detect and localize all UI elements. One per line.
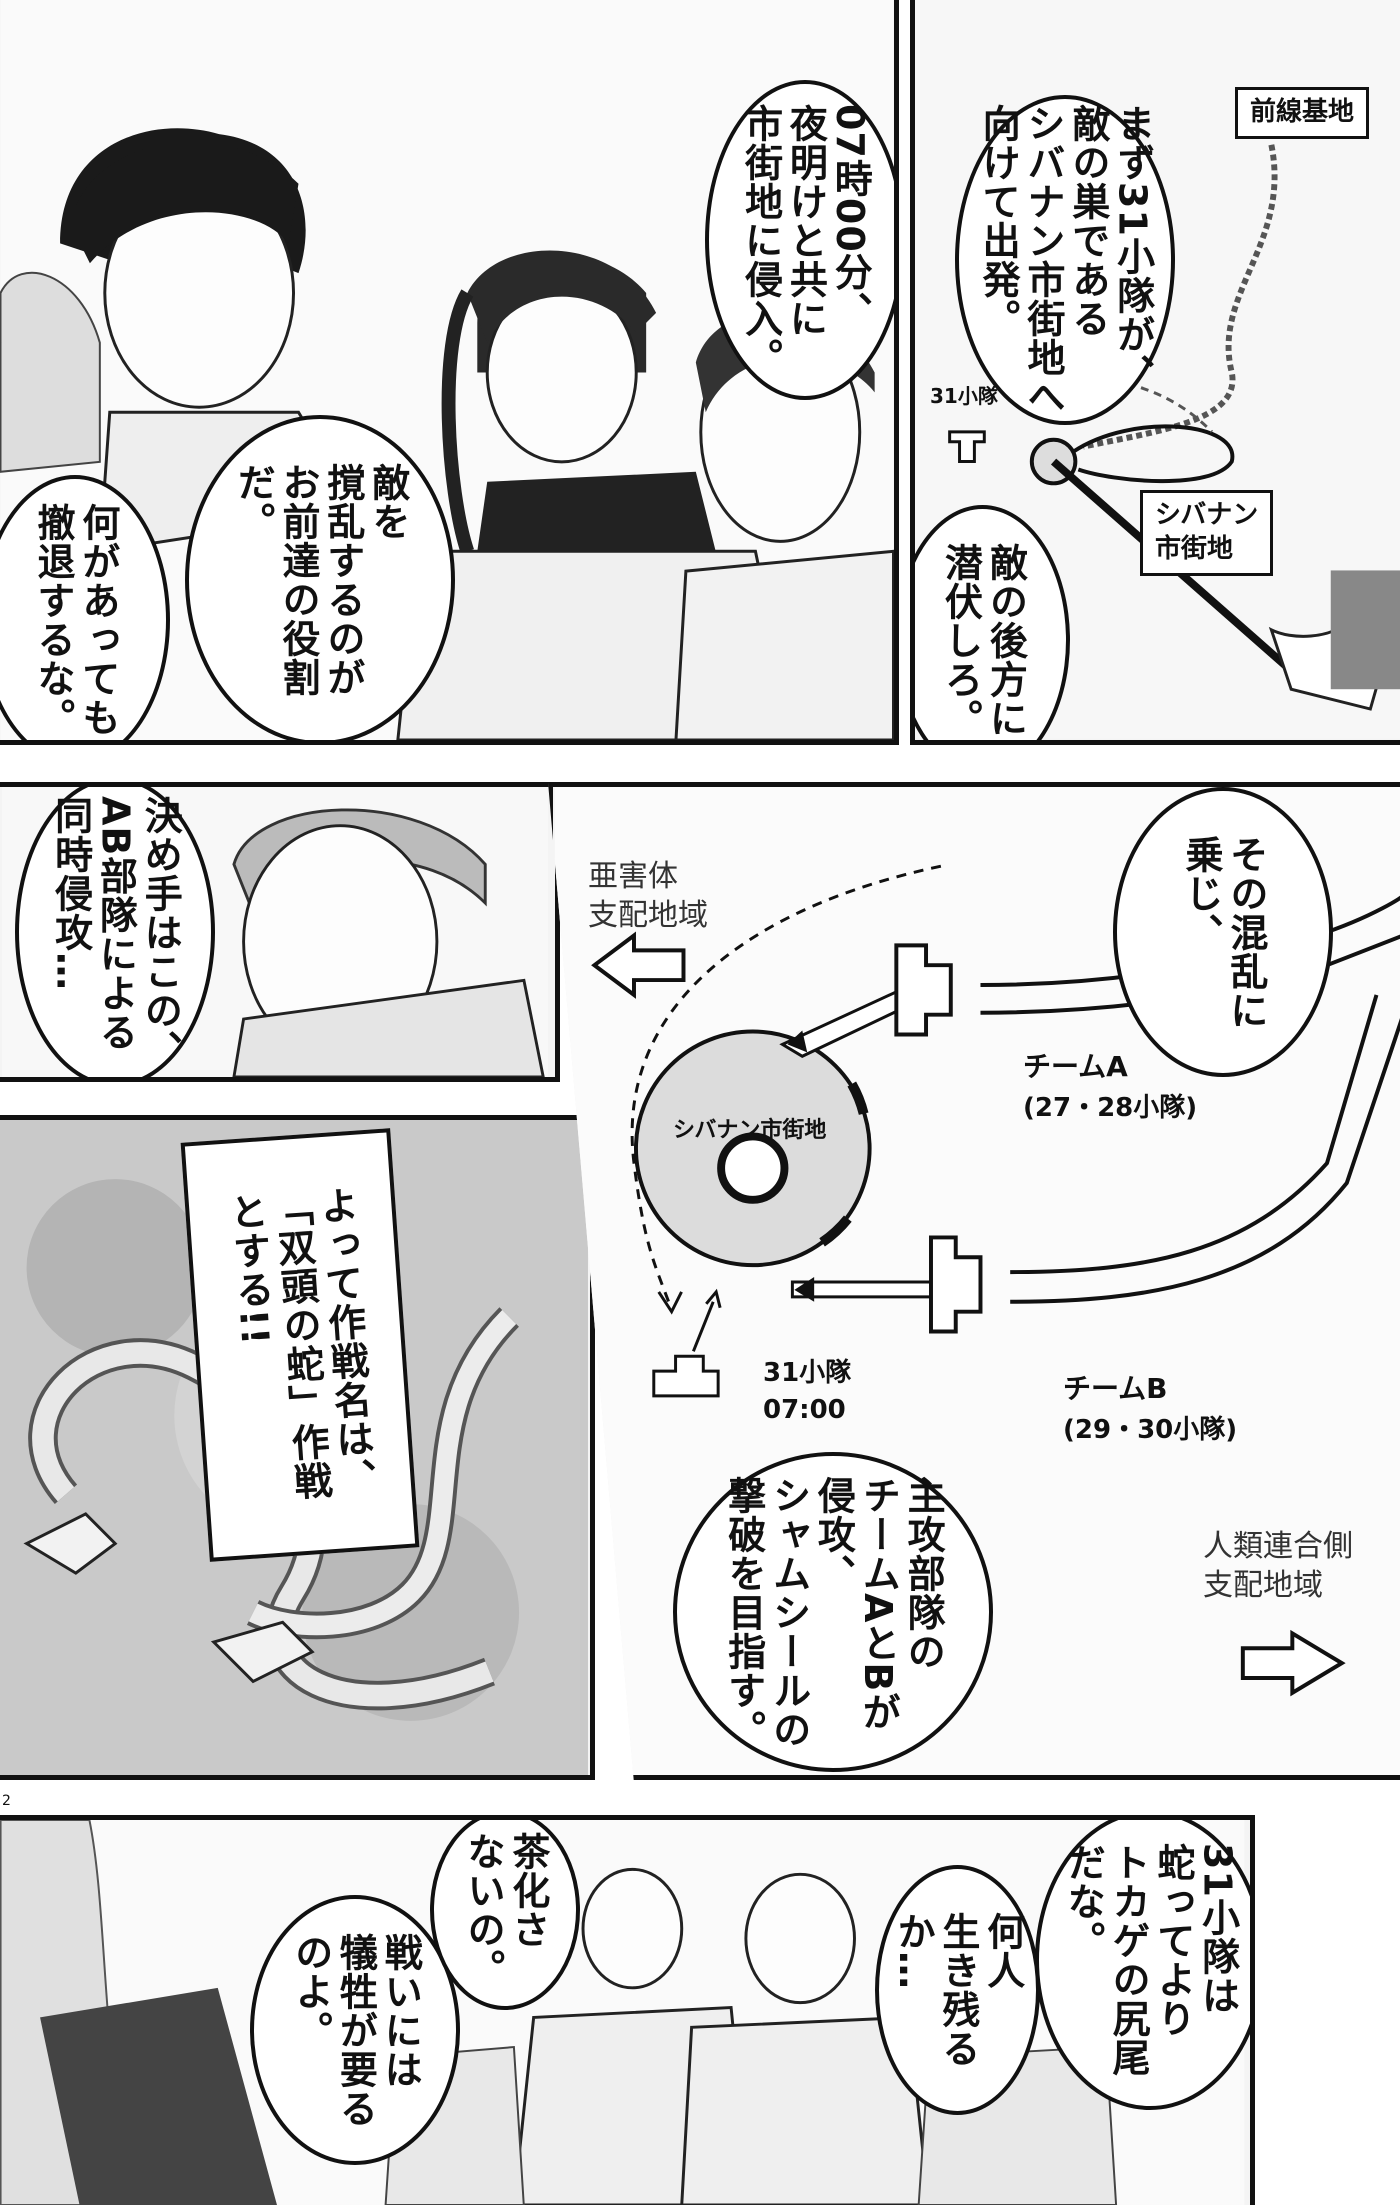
label-team-b-units: (29・30小隊) [1063, 1415, 1238, 1445]
speech-bubble-confusion: その混乱に 乗じ、 [1113, 787, 1333, 1077]
label-unit-31: 31小隊 [930, 384, 998, 408]
speech-bubble-lizard-tail: 31小隊は 蛇ってより トカゲの尻尾 だな。 [1035, 1820, 1250, 2110]
label-front-base: 前線基地 [1235, 87, 1370, 139]
bubble-text: 主攻部隊の チームAとBが 侵攻、 シャムシールの 撃破を目指す。 [721, 1475, 946, 1749]
speech-bubble-how-many-survive: 何人 生き残る か… [875, 1865, 1040, 2115]
bubble-text: 何があっても 撤退するな。 [31, 503, 120, 737]
speech-bubble-decisive: 決め手はこの、 AB部隊による 同時侵攻… [15, 787, 215, 1077]
label-team-b: チームB [1063, 1372, 1168, 1405]
bubble-text: まず31小隊が、 敵の巣である シバナン市街地へ 向けて出発。 [976, 104, 1155, 416]
speech-bubble-departure: まず31小隊が、 敵の巣である シバナン市街地へ 向けて出発。 [955, 95, 1175, 425]
speech-bubble-main-attack: 主攻部隊の チームAとBが 侵攻、 シャムシールの 撃破を目指す。 [673, 1452, 993, 1772]
narration-box-operation-name: よって作戦名は、 「双頭の蛇」作戦 とする!! [180, 1128, 420, 1562]
panel-snakes: よって作戦名は、 「双頭の蛇」作戦 とする!! [0, 1115, 595, 1780]
arrow-right-icon [1240, 1629, 1346, 1697]
speech-bubble-dont-joke: 茶化さ ないの。 [430, 1820, 580, 2010]
label-shibanan-city: シバナン 市街地 [1140, 490, 1274, 576]
bubble-text: その混乱に 乗じ、 [1179, 834, 1268, 1030]
label-city: シバナン市街地 [673, 1118, 827, 1143]
panel-operation-map: 亜害体 支配地域 人類連合側 支配地域 シバナン市街地 チームA (27・28小… [548, 782, 1400, 1780]
bubble-text: 何人 生き残る か… [891, 1912, 1025, 2068]
speech-bubble-sacrifice: 戦いには 犠牲が要る のよ。 [250, 1895, 460, 2165]
panel-map-pointer: まず31小隊が、 敵の巣である シバナン市街地へ 向けて出発。 敵の後方に 潜伏… [910, 0, 1400, 745]
label-unit-31-map: 31小隊 [763, 1358, 852, 1388]
bubble-text: よって作戦名は、 「双頭の蛇」作戦 とする!! [222, 1184, 378, 1503]
label-enemy-territory: 亜害体 支配地域 [588, 859, 708, 933]
bubble-text: 決め手はこの、 AB部隊による 同時侵攻… [48, 795, 183, 1069]
bubble-text: 敵の後方に 潜伏しろ。 [938, 542, 1028, 738]
label-human-territory: 人類連合側 支配地域 [1203, 1529, 1353, 1603]
bubble-text: 敵を 撹乱するのが お前達の役割 だ。 [231, 463, 410, 697]
panel-commander: 決め手はこの、 AB部隊による 同時侵攻… [0, 782, 560, 1082]
label-unit-31-time: 07:00 [763, 1395, 846, 1425]
arrow-left-icon [591, 931, 686, 999]
panel-briefing-soldiers: 何があっても 撤退するな。 敵を 撹乱するのが お前達の役割 だ。 07時00分… [0, 0, 899, 745]
bubble-text: 31小隊は 蛇ってより トカゲの尻尾 だな。 [1061, 1843, 1240, 2077]
speech-bubble-time: 07時00分、 夜明けと共に 市街地に侵入。 [705, 80, 894, 400]
label-team-a: チームA [1023, 1050, 1128, 1083]
page-number: 2 [2, 1793, 11, 1809]
speech-bubble-retreat: 何があっても 撤退するな。 [0, 475, 170, 740]
bubble-text: 戦いには 犠牲が要る のよ。 [288, 1932, 423, 2128]
speech-bubble-hide: 敵の後方に 潜伏しろ。 [915, 505, 1070, 740]
label-team-a-units: (27・28小隊) [1023, 1093, 1198, 1123]
speech-bubble-role: 敵を 撹乱するのが お前達の役割 だ。 [185, 415, 455, 740]
bubble-text: 茶化さ ないの。 [461, 1832, 550, 1988]
bubble-text: 07時00分、 夜明けと共に 市街地に侵入。 [738, 103, 873, 377]
panel-squad-members: 戦いには 犠牲が要る のよ。 茶化さ ないの。 何人 生き残る か… 31小隊は… [0, 1815, 1255, 2205]
